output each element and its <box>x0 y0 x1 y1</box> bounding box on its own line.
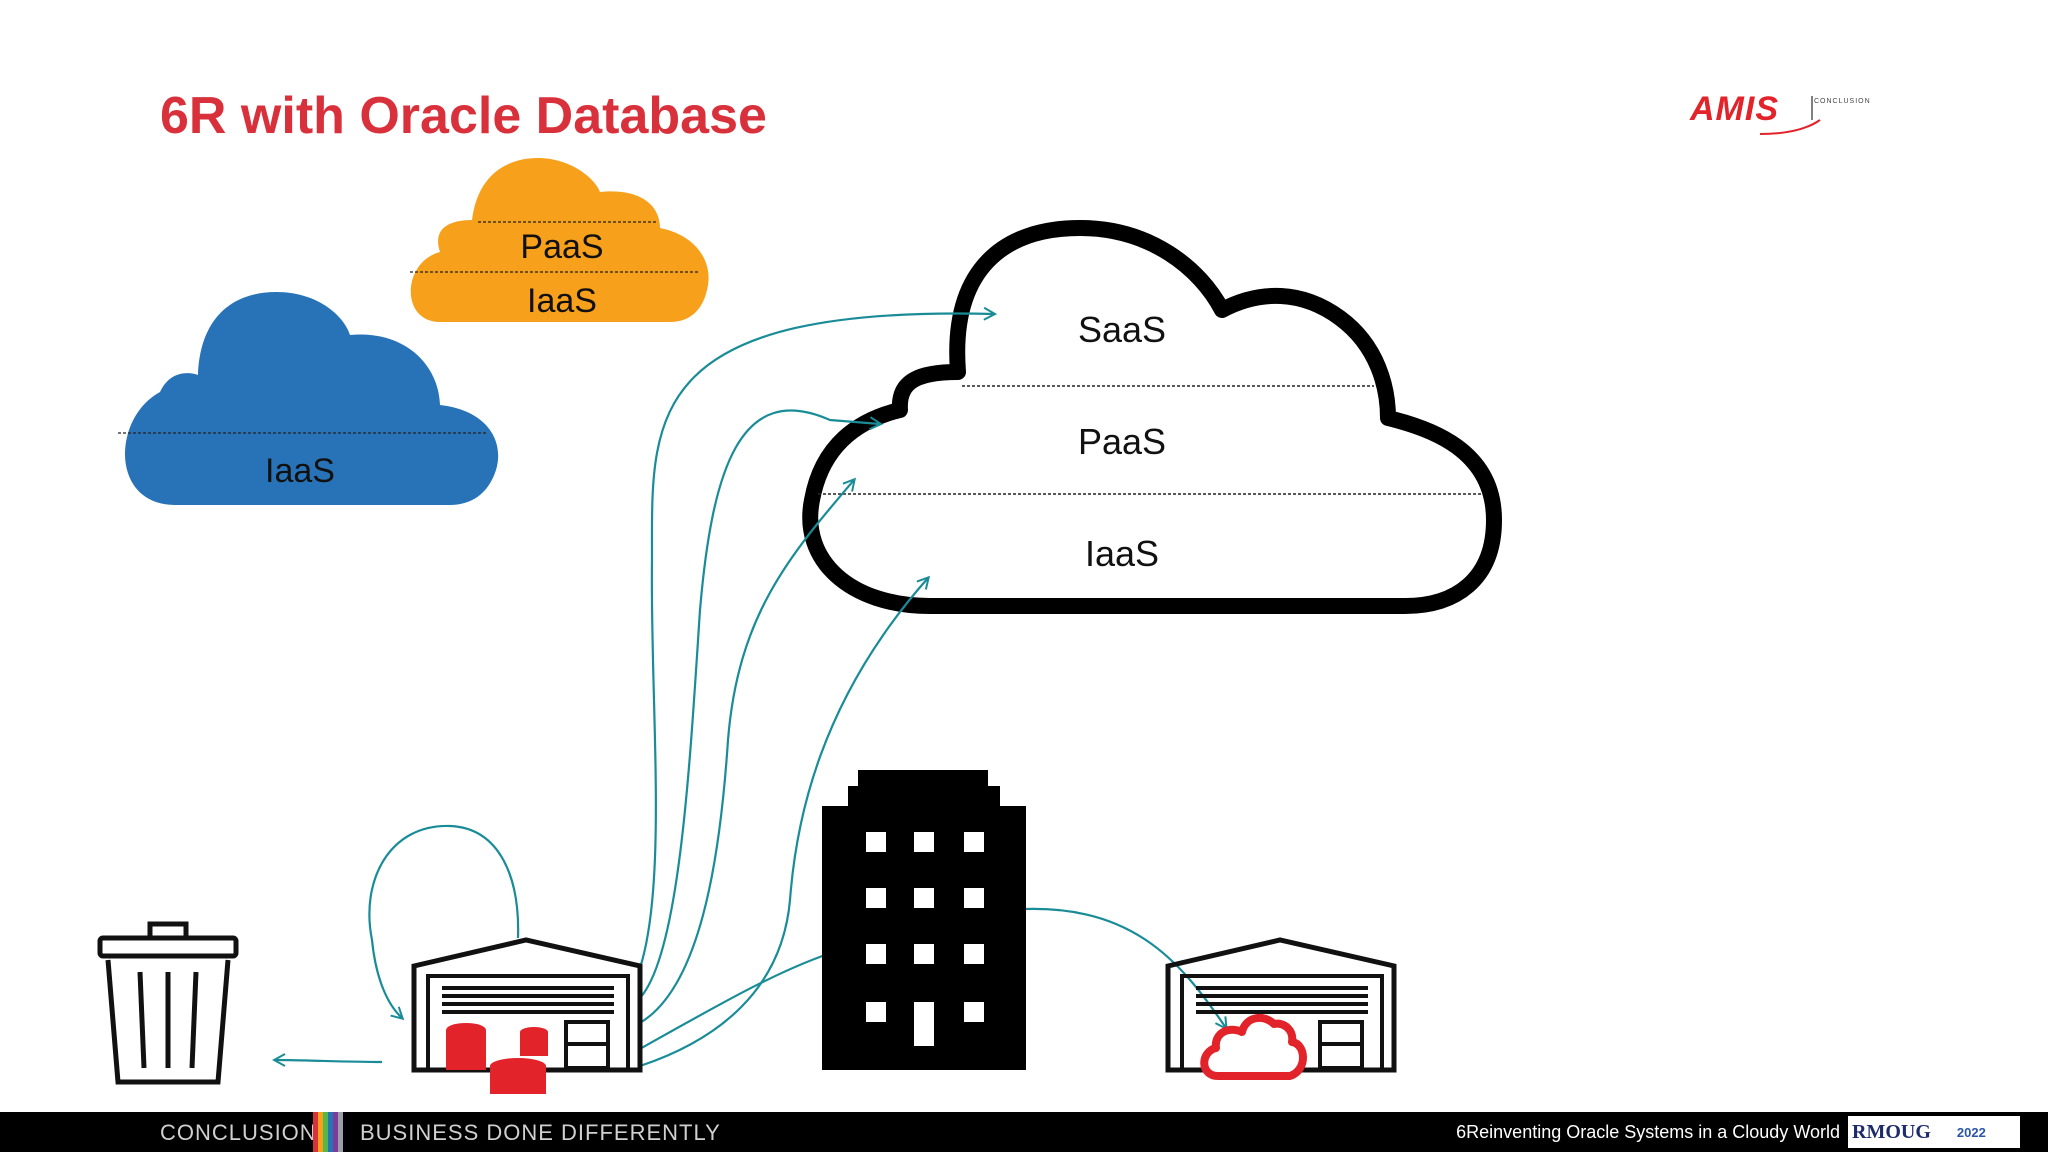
blue-cloud-icon: IaaS <box>118 292 499 505</box>
relocate-arrow-2 <box>1007 907 1226 1028</box>
migration-diagram: IaaS PaaS IaaS SaaS PaaS IaaS <box>97 158 1502 1094</box>
cloud-icon <box>1200 1013 1307 1080</box>
main-cloud-iaas-label: IaaS <box>1085 533 1159 574</box>
main-cloud-saas-label: SaaS <box>1078 309 1166 350</box>
event-year: 2022 <box>1956 1124 1986 1140</box>
orange-cloud-icon: PaaS IaaS <box>410 158 709 322</box>
amis-logo-subtext: CONCLUSION <box>1814 98 1871 105</box>
trash-can-icon <box>97 921 239 1085</box>
replatform-arrow <box>637 409 880 1001</box>
database-icon <box>446 1023 548 1094</box>
retain-arrow <box>368 824 520 1018</box>
retire-arrow <box>275 1060 383 1062</box>
slide-title: 6R with Oracle Database <box>160 87 767 145</box>
orange-cloud-iaas-label: IaaS <box>527 282 597 320</box>
repurchase-arrow <box>639 578 928 1068</box>
rehost-arrow <box>638 314 994 969</box>
footer-tagline: BUSINESS DONE DIFFERENTLY <box>360 1120 721 1145</box>
main-cloud-icon: SaaS PaaS IaaS <box>802 220 1502 614</box>
orange-cloud-paas-label: PaaS <box>520 228 603 266</box>
cloud-data-center-icon <box>1165 937 1397 1073</box>
footer-color-bars <box>313 1112 343 1152</box>
amis-logo: AMIS CONCLUSION <box>1690 90 1890 150</box>
refactor-arrow <box>637 480 854 1025</box>
event-logo-text: RMOUG <box>1852 1120 1931 1143</box>
footer-talk-title: 6Reinventing Oracle Systems in a Cloudy … <box>1456 1122 1840 1142</box>
migration-arrows <box>275 314 1226 1068</box>
office-building-icon <box>822 770 1026 1070</box>
event-logo: RMOUG 2022 <box>1848 1116 2020 1148</box>
footer-brand: CONCLUSION <box>160 1120 317 1145</box>
footer-bar: CONCLUSION BUSINESS DONE DIFFERENTLY 6Re… <box>0 1112 2048 1152</box>
blue-cloud-iaas-label: IaaS <box>265 452 335 490</box>
relocate-arrow-1 <box>637 948 841 1051</box>
main-cloud-paas-label: PaaS <box>1078 421 1166 462</box>
amis-logo-text: AMIS <box>1690 90 1779 128</box>
